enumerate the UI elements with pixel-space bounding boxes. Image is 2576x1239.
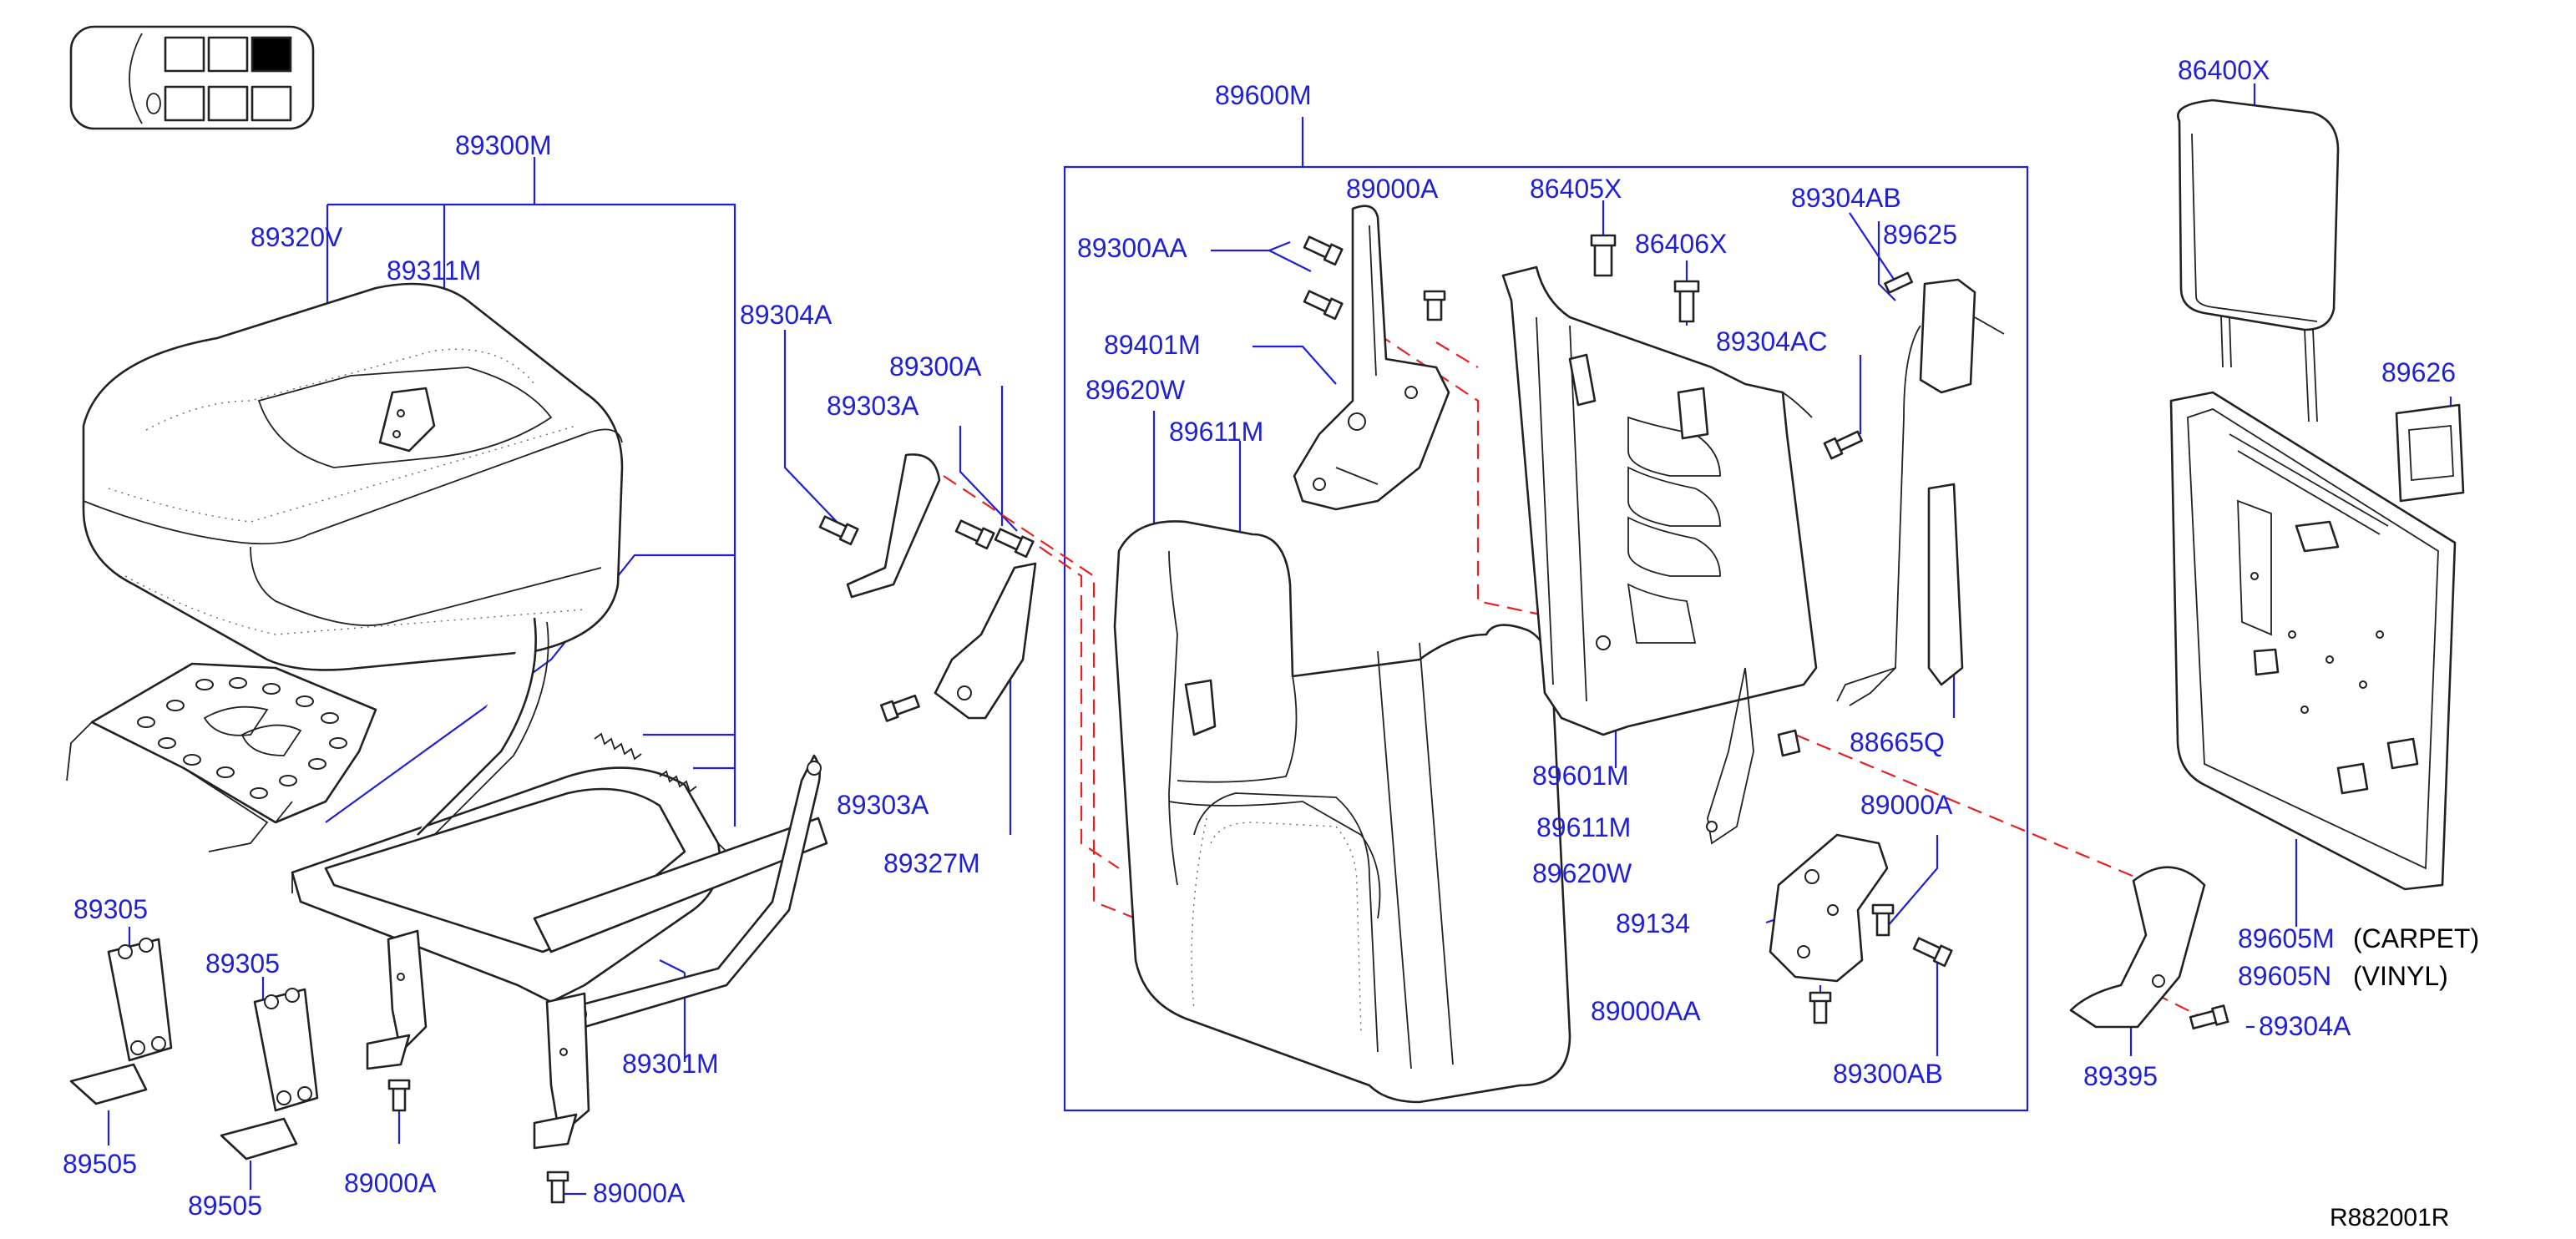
- cable-strap: [1849, 667, 1896, 706]
- label-89000A-left: 89000A: [344, 1168, 437, 1198]
- label-89304A-right: 89304A: [2259, 1011, 2351, 1041]
- label-89505-left: 89505: [63, 1149, 137, 1179]
- seat-location-key-icon: [69, 25, 315, 130]
- hinge-cap-left: [69, 1063, 148, 1105]
- label-89303A-top: 89303A: [827, 391, 919, 421]
- label-89300A: 89300A: [889, 351, 982, 382]
- label-89000A-upper: 89000A: [1346, 174, 1439, 204]
- label-89611M-upper: 89611M: [1169, 417, 1263, 447]
- label-89395: 89395: [2083, 1061, 2158, 1091]
- leader-lines: [107, 83, 2452, 1196]
- reference-code: R882001R: [2330, 1204, 2449, 1231]
- seatback-frame: [1501, 266, 1818, 845]
- label-89401M: 89401M: [1104, 330, 1201, 360]
- hinge-cover-right: [253, 988, 319, 1112]
- label-89311M: 89311M: [387, 255, 481, 286]
- label-89303A-bottom: 89303A: [837, 790, 929, 820]
- headrest-guide: [2395, 403, 2465, 503]
- striker-bracket: [1769, 833, 1889, 983]
- label-89134: 89134: [1616, 908, 1690, 938]
- label-89304A-left: 89304A: [740, 300, 833, 330]
- bolts: [387, 234, 2229, 1204]
- label-89301M: 89301M: [622, 1049, 719, 1079]
- label-89305-left: 89305: [73, 894, 148, 924]
- label-89611M-lower: 89611M: [1536, 812, 1631, 842]
- hinge-cap-right: [220, 1117, 298, 1161]
- notes: (CARPET) (VINYL) R882001R: [2330, 923, 2479, 1231]
- hinge-cover-left: [107, 938, 173, 1062]
- label-89304AB: 89304AB: [1791, 183, 1901, 213]
- label-89320V: 89320V: [251, 222, 343, 252]
- label-89300AA: 89300AA: [1077, 233, 1187, 263]
- label-88665Q: 88665Q: [1850, 727, 1945, 757]
- label-86400X: 86400X: [2178, 55, 2270, 85]
- label-89305-right: 89305: [205, 948, 280, 979]
- label-89000A-right: 89000A: [1860, 790, 1953, 820]
- label-89304AC: 89304AC: [1716, 326, 1827, 357]
- seatbelt-latch: [1836, 278, 2005, 702]
- label-89626: 89626: [2381, 357, 2456, 387]
- headrest: [2177, 99, 2340, 422]
- seatback-board: [2169, 391, 2457, 891]
- recliner-bracket: [1293, 205, 1450, 511]
- label-89327M: 89327M: [883, 848, 980, 878]
- seat-cushion: [82, 282, 624, 671]
- label-89300M: 89300M: [455, 130, 552, 160]
- recliner-cover-bracket: [846, 453, 1037, 720]
- note-vinyl: (VINYL): [2353, 961, 2448, 991]
- label-86406X: 86406X: [1635, 229, 1727, 259]
- label-89000AA: 89000AA: [1591, 996, 1701, 1026]
- part-labels: 89300M 89320V 89311M 89304A 89300A 89303…: [63, 55, 2456, 1221]
- label-89600M: 89600M: [1215, 80, 1312, 110]
- label-89605N: 89605N: [2238, 961, 2331, 991]
- label-89505-right: 89505: [188, 1191, 262, 1221]
- label-86405X: 86405X: [1530, 174, 1622, 204]
- label-89601M: 89601M: [1532, 761, 1629, 791]
- seatback-cushion: [1113, 520, 1571, 1104]
- seat-frame: [291, 617, 828, 1150]
- label-89620W-upper: 89620W: [1086, 375, 1186, 405]
- label-89620W-lower: 89620W: [1532, 858, 1632, 888]
- label-89300AB: 89300AB: [1833, 1059, 1943, 1089]
- label-89605M: 89605M: [2238, 923, 2335, 953]
- label-89625: 89625: [1883, 220, 1957, 250]
- label-89000A-bottom: 89000A: [593, 1178, 686, 1208]
- hinge-trim-cover: [2069, 866, 2206, 1029]
- cushion-pan: [66, 662, 377, 852]
- note-carpet: (CARPET): [2353, 923, 2479, 953]
